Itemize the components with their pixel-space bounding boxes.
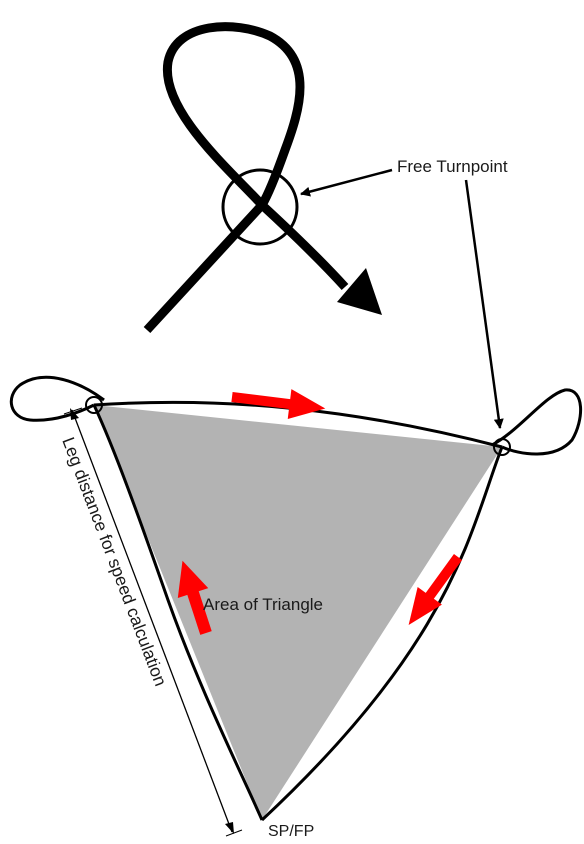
turnpoint-loop-detail [143,22,382,334]
turnpoint-circle-large [221,168,299,246]
triangle-task [9,375,583,822]
flight-direction-arrowhead [337,268,382,315]
red-arrow-icon-right [408,554,463,625]
right-turnpoint-marker-icon [493,438,511,456]
free-turnpoint-label: Free Turnpoint [397,157,508,176]
triangle-area [94,405,502,820]
pointer-arrow-to-turnpoint [464,179,504,429]
area-of-triangle-label: Area of Triangle [203,595,323,614]
right-turnpoint-loop [491,388,583,456]
red-arrow-icon-left [177,560,212,635]
leg-distance-dimension [63,407,243,837]
red-arrow-icon-top [231,389,326,419]
pointer-arrow-to-loop [300,168,393,197]
leg-right-path [260,446,504,822]
left-turnpoint-marker-icon [85,396,103,414]
start-finish-label: SP/FP [268,823,314,840]
left-turnpoint-loop [9,375,105,422]
leg-left-path [92,404,264,821]
loop-flight-path [143,22,349,334]
